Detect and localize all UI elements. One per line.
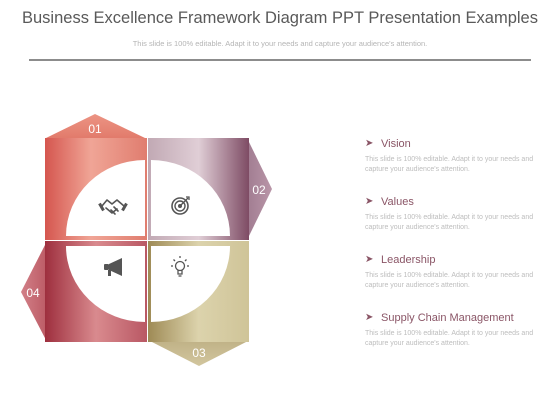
list-item-description: This slide is 100% editable. Adapt it to… <box>365 156 534 173</box>
step-02-tab <box>248 140 272 238</box>
lightbulb-icon <box>171 256 189 277</box>
list-item-supply-chain-management: ➤ Supply Chain Management This slide is … <box>365 311 545 348</box>
slide-subtitle: This slide is 100% editable. Adapt it to… <box>132 39 428 48</box>
step-04-panel <box>66 246 145 322</box>
target-icon <box>171 196 190 215</box>
list-item-description: This slide is 100% editable. Adapt it to… <box>365 272 534 289</box>
step-01-number: 01 <box>88 122 102 136</box>
list-item-description: This slide is 100% editable. Adapt it to… <box>365 214 534 231</box>
megaphone-icon <box>104 258 122 276</box>
chevron-right-icon: ➤ <box>365 138 374 149</box>
handshake-icon <box>98 199 128 215</box>
list-item-values: ➤ Values This slide is 100% editable. Ad… <box>365 195 545 232</box>
list-item-description: This slide is 100% editable. Adapt it to… <box>365 330 534 347</box>
chevron-right-icon: ➤ <box>365 312 374 323</box>
step-02-panel <box>151 160 230 236</box>
step-02-number: 02 <box>252 183 266 197</box>
list-item-title: Vision <box>381 138 411 150</box>
slide-title: Business Excellence Framework Diagram PP… <box>22 9 538 27</box>
step-03-tab <box>150 341 248 366</box>
list-item-title: Values <box>381 196 414 208</box>
list-item-title: Leadership <box>381 254 436 266</box>
step-04-number: 04 <box>26 286 40 300</box>
title-divider <box>29 59 531 61</box>
step-03-panel <box>151 246 230 322</box>
list-item-title: Supply Chain Management <box>381 312 514 324</box>
list-item-vision: ➤ Vision This slide is 100% editable. Ad… <box>365 137 545 174</box>
chevron-right-icon: ➤ <box>365 254 374 265</box>
list-item-leadership: ➤ Leadership This slide is 100% editable… <box>365 253 545 290</box>
step-01-tab <box>46 114 145 138</box>
step-04-tab <box>21 243 46 340</box>
step-01-panel <box>66 160 145 236</box>
step-03-number: 03 <box>192 346 206 360</box>
chevron-right-icon: ➤ <box>365 196 374 207</box>
